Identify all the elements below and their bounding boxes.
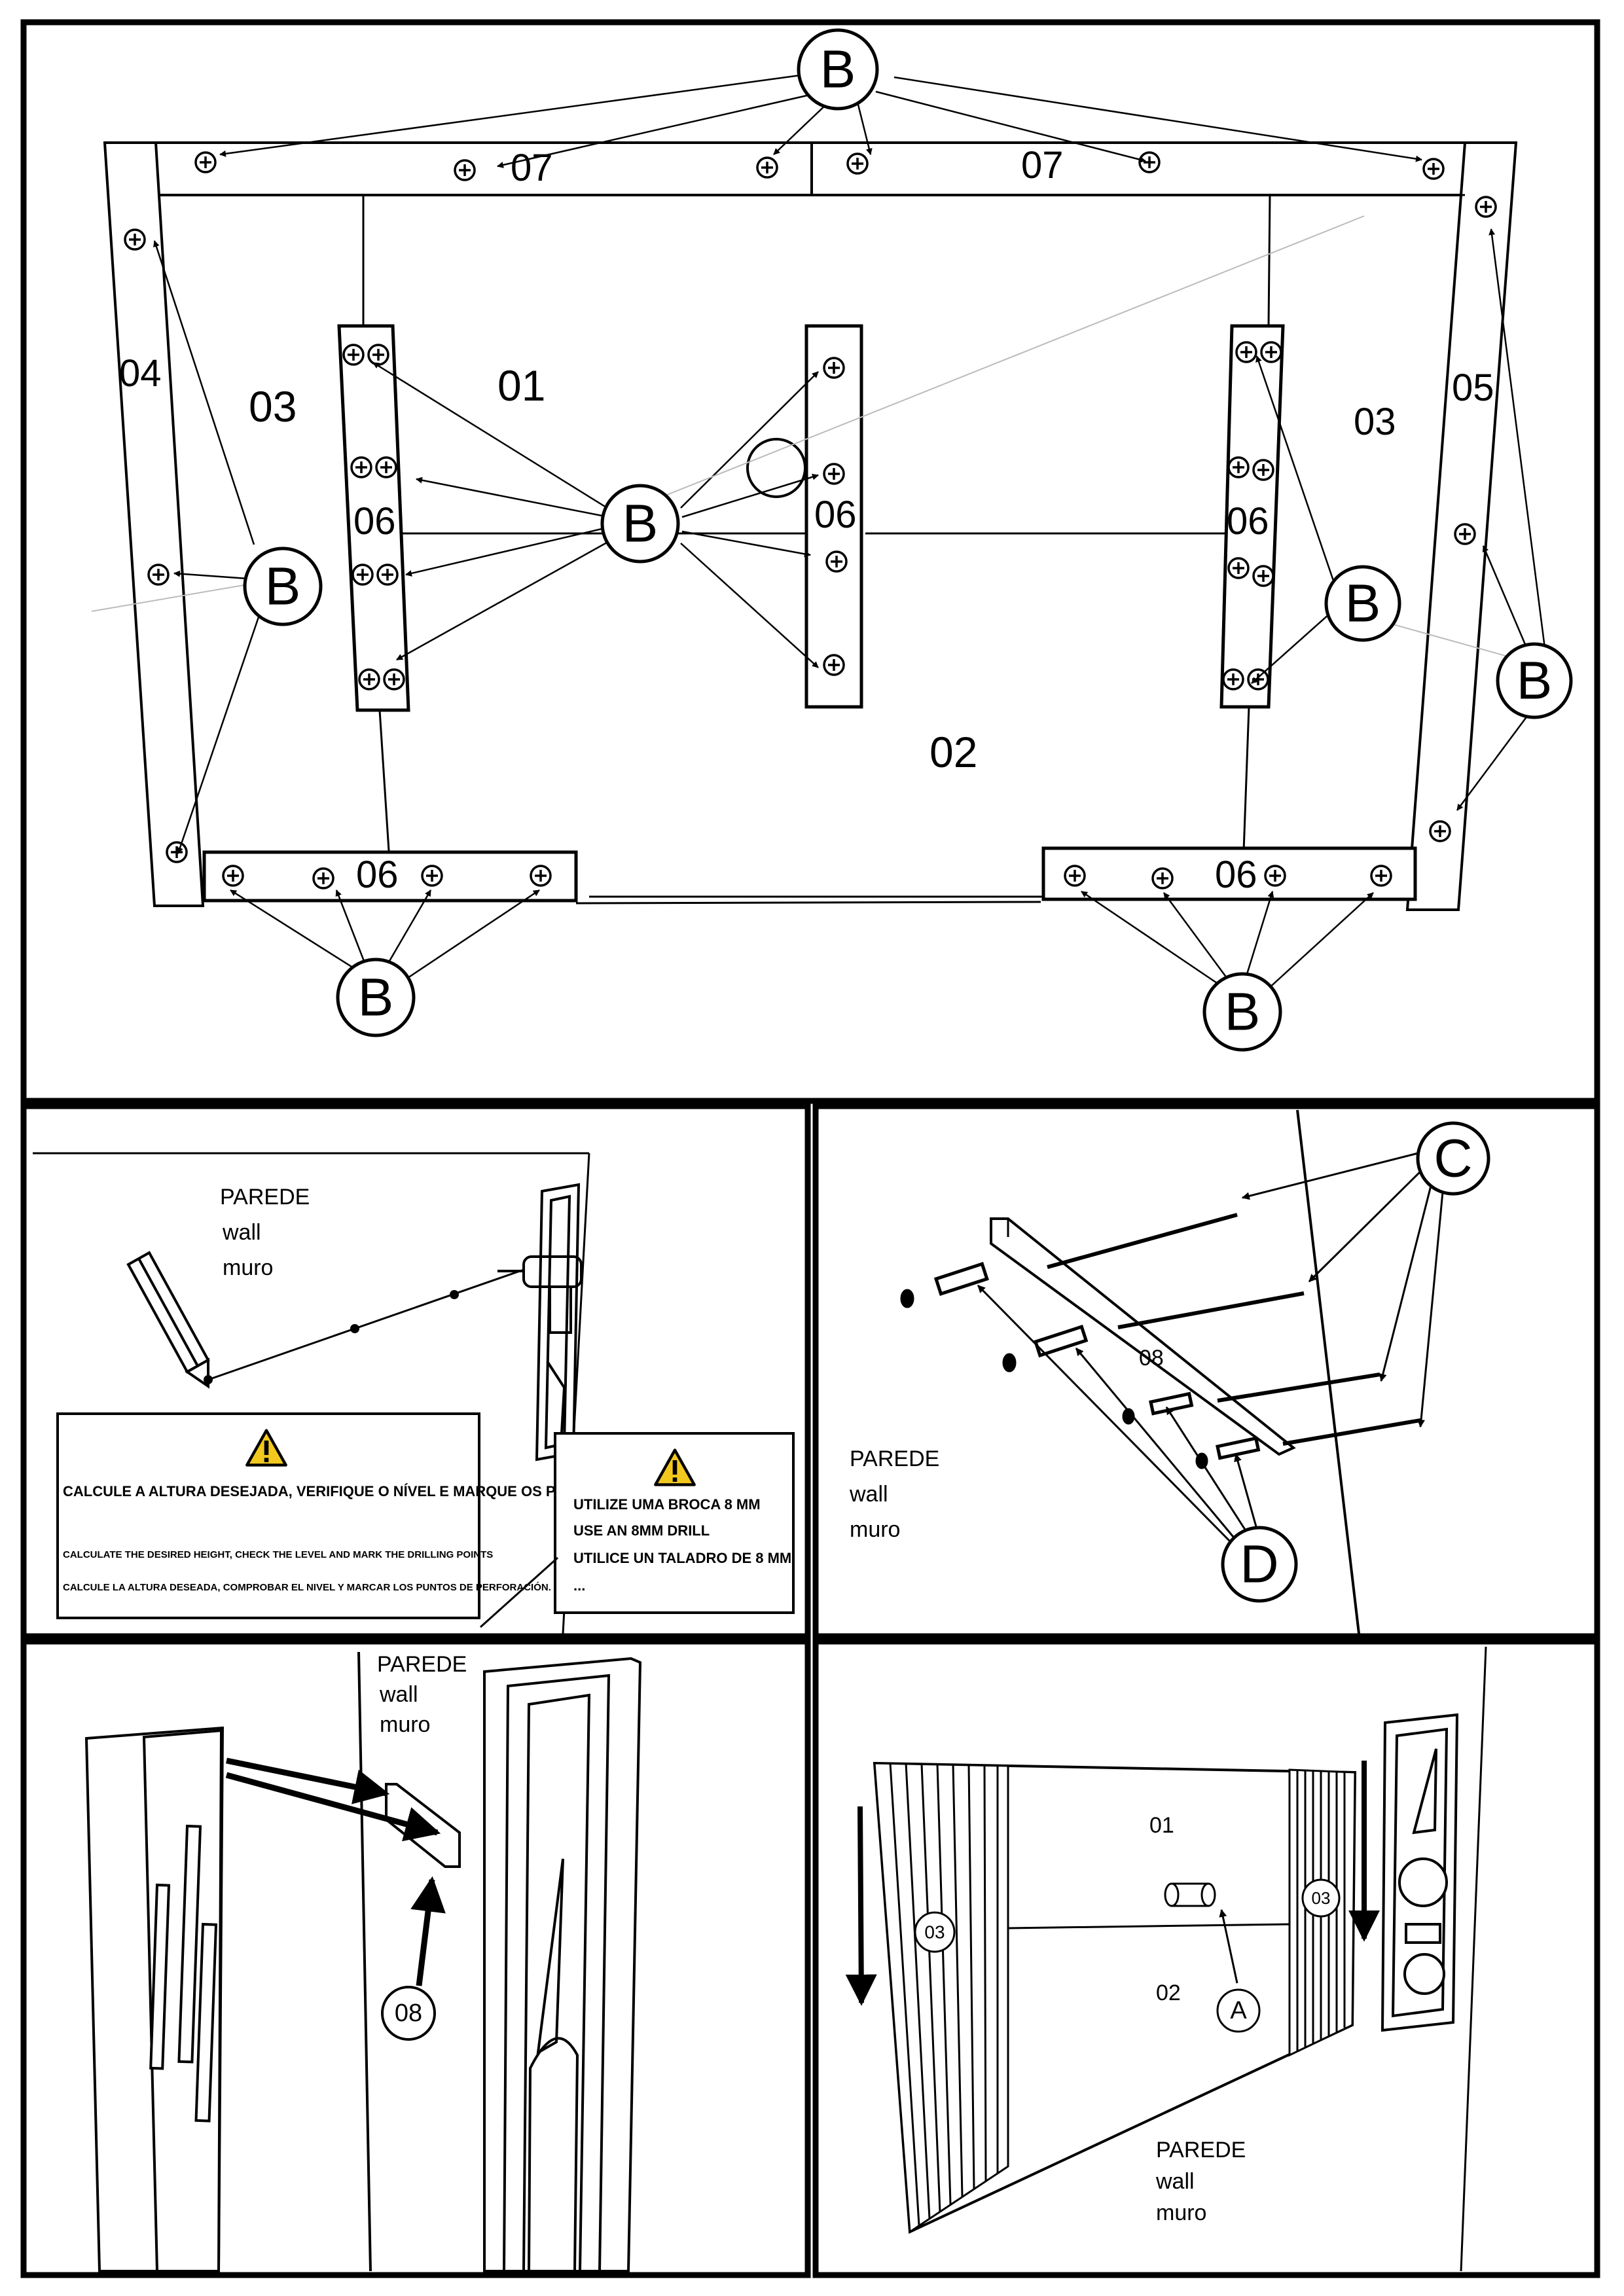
bracket-08 [385,1783,461,1868]
part-label-06-center: 06 [814,493,857,536]
bracket-06-bottom-left [202,850,578,903]
svg-text:B: B [1345,574,1381,634]
wall-label-pt: PAREDE [850,1446,939,1471]
part-label-07-right: 07 [1021,144,1064,187]
callout-a: A [1216,1988,1261,2033]
part-label-02: 02 [1156,1981,1181,2005]
warning-box-marking: CALCULE A ALTURA DESEJADA, VERIFIQUE O N… [56,1412,710,1619]
bracket-06-right [1219,324,1285,709]
svg-text:CALCULE LA ALTURA DESEADA, COM: CALCULE LA ALTURA DESEADA, COMPROBAR EL … [63,1581,551,1593]
panel-frames [20,19,1600,2278]
bracket-06-left [337,324,410,712]
svg-text:03: 03 [924,1922,945,1943]
leader-arrows [977,1152,1445,1543]
svg-text:A: A [1230,1997,1247,2024]
callout-03-left: 03 [914,1911,956,1953]
panel-1-frame [20,19,1600,1104]
part-label-08: 08 [1139,1346,1164,1371]
panel-1-frame-assembly: B B B B B B B 07 07 04 05 03 [91,28,1573,1052]
svg-text:B: B [623,494,659,554]
svg-text:D: D [1240,1535,1278,1594]
callout-08: 08 [381,1986,436,2041]
panel-5-frame [812,1638,1600,2278]
wall-cabinet [483,1657,642,2272]
part-label-03-left: 03 [249,382,297,431]
callout-b-bottom-right: B [1202,972,1282,1052]
callout-b-left: B [243,547,323,626]
wall-label-pt: PAREDE [377,1652,467,1677]
part-label-01: 01 [497,361,545,410]
bracket-08 [990,1217,1296,1456]
bracket-06-bottom-right [1041,846,1417,901]
svg-text:B: B [358,968,394,1028]
panel-4-hanging: PAREDE wall muro 08 [84,1651,642,2272]
part-label-02: 02 [929,728,977,776]
leader-arrows [153,73,1546,991]
wall-label-es: muro [223,1255,273,1280]
warning-box-drill: UTILIZE UMA BROCA 8 MM USE AN 8MM DRILL … [554,1432,795,1614]
wall-label-es: muro [380,1712,430,1737]
wall-label-es: muro [850,1517,900,1542]
svg-text:UTILICE UN TALADRO DE 8 MM: UTILICE UN TALADRO DE 8 MM [573,1550,791,1566]
panel-2-marking: PAREDE wall muro CALCULE A ALTURA [33,1152,795,1634]
svg-text:08: 08 [395,2000,422,2027]
part-label-03-right: 03 [1354,401,1396,443]
callout-b-bottom-left: B [336,958,416,1037]
panel-4-frame [20,1638,811,2278]
callout-b-right-inner: B [1324,565,1401,642]
part-label-01: 01 [1149,1813,1174,1838]
hanging-cylinder [1164,1882,1216,1907]
svg-text:03: 03 [1312,1888,1331,1908]
callout-c: C [1416,1121,1490,1196]
part-label-07-left: 07 [511,147,553,189]
svg-text:CALCULATE THE DESIRED HEIGHT,: CALCULATE THE DESIRED HEIGHT, CHECK THE … [63,1549,493,1560]
part-label-06-right: 06 [1227,500,1269,543]
wall-label-pt: PAREDE [1156,2138,1246,2162]
panel-5-sliding: 01 02 03 03 A PAREDE wall muro [845,1646,1487,2272]
wall-label-en: wall [849,1482,888,1507]
part-label-06-left: 06 [353,500,396,543]
svg-text:B: B [265,557,301,617]
wall-label-en: wall [222,1220,261,1245]
part-label-04: 04 [119,352,162,395]
bracket-06-center [804,324,863,709]
callout-b-right-outer: B [1496,642,1573,719]
wall-label-es: muro [1156,2200,1206,2225]
pencil-icon [126,1251,210,1389]
svg-text:B: B [1225,982,1261,1042]
callout-03-right: 03 [1301,1878,1341,1918]
screw-c-icons [1047,1213,1421,1446]
callout-d: D [1221,1526,1298,1603]
rail-04 [103,141,205,907]
part-label-05: 05 [1452,367,1494,409]
panel-3-frame [812,1103,1600,1640]
wall-label-pt: PAREDE [220,1185,310,1210]
svg-text:C: C [1434,1129,1472,1189]
wall-cabinet [1380,1713,1459,2032]
slat-left [873,1762,1009,2234]
wall-label-en: wall [1155,2169,1195,2194]
svg-text:...: ... [573,1577,585,1594]
wall-label-en: wall [379,1682,418,1707]
furniture-back [84,1726,225,2272]
svg-text:USE AN 8MM DRILL: USE AN 8MM DRILL [573,1522,710,1539]
callout-b-top: B [797,28,879,111]
part-label-06-bottom-left: 06 [356,853,399,896]
callout-b-center: B [600,484,680,564]
svg-text:B: B [820,40,856,99]
panel-2-frame [20,1103,811,1640]
panel-3-bracket-fixing: PAREDE wall muro 08 [849,1109,1490,1634]
svg-text:B: B [1517,651,1553,711]
svg-text:UTILIZE UMA BROCA 8 MM: UTILIZE UMA BROCA 8 MM [573,1496,761,1513]
part-label-06-bottom-right: 06 [1215,853,1257,896]
